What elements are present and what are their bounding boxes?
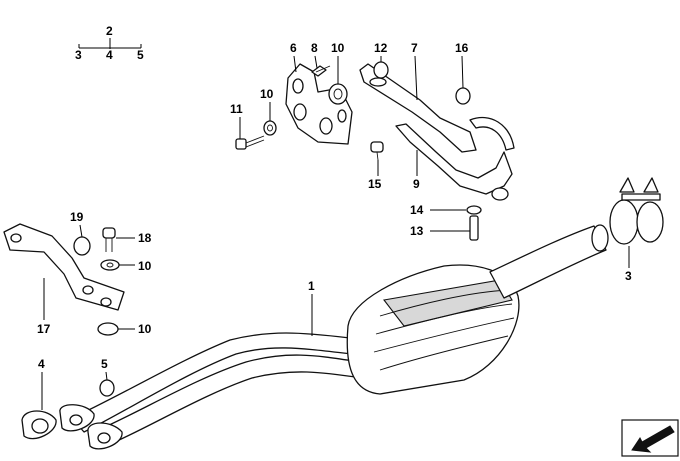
callout-10-lower: 10 <box>138 322 152 336</box>
callout-5: 5 <box>101 357 108 371</box>
bracket-17 <box>3 223 125 311</box>
callout-1: 1 <box>308 279 315 293</box>
group-reference: 2 3 4 5 <box>75 24 144 62</box>
nut-10-top <box>328 83 348 105</box>
callout-9: 9 <box>413 177 420 191</box>
callout-5-group: 5 <box>137 48 144 62</box>
bolt-13 <box>469 215 479 241</box>
callout-18: 18 <box>138 231 152 245</box>
callout-8: 8 <box>311 41 318 55</box>
callout-3: 3 <box>625 269 632 283</box>
bolt-15 <box>370 141 384 161</box>
hanger-7 <box>359 63 477 153</box>
nut-12 <box>373 61 389 79</box>
callout-12: 12 <box>374 41 388 55</box>
direction-arrow-icon <box>621 419 679 457</box>
callout-3-group: 3 <box>75 48 82 62</box>
nut-19 <box>73 236 91 256</box>
callout-4-group: 4 <box>106 48 113 62</box>
washer-14 <box>466 205 482 215</box>
callout-7: 7 <box>411 41 418 55</box>
gasket-4 <box>21 410 57 440</box>
callout-10-mid: 10 <box>138 259 152 273</box>
bracket-6 <box>285 63 353 145</box>
callout-11: 11 <box>230 102 243 116</box>
callout-14: 14 <box>410 203 424 217</box>
washer-10-left <box>263 120 277 136</box>
exhaust-pipe-1 <box>59 224 609 450</box>
callout-19: 19 <box>70 210 84 224</box>
bolt-18 <box>102 227 116 252</box>
callout-16: 16 <box>455 41 469 55</box>
nut-10-lower <box>97 322 119 336</box>
callout-10-top: 10 <box>331 41 345 55</box>
nut-5 <box>99 379 115 397</box>
callout-labels: 6 8 10 12 7 16 10 11 15 9 14 13 3 1 19 1… <box>37 41 632 410</box>
callout-17: 17 <box>37 322 51 336</box>
callout-13: 13 <box>410 224 424 238</box>
washer-10-mid <box>100 259 120 271</box>
clamp-9 <box>395 116 515 201</box>
nut-16 <box>455 87 471 105</box>
callout-10-left: 10 <box>260 87 274 101</box>
callout-15: 15 <box>368 177 382 191</box>
bolt-8 <box>311 65 331 77</box>
callout-2: 2 <box>106 24 113 38</box>
callout-6: 6 <box>290 41 297 55</box>
bolt-11 <box>235 135 265 150</box>
callout-4: 4 <box>38 357 45 371</box>
clamp-3 <box>609 177 664 245</box>
